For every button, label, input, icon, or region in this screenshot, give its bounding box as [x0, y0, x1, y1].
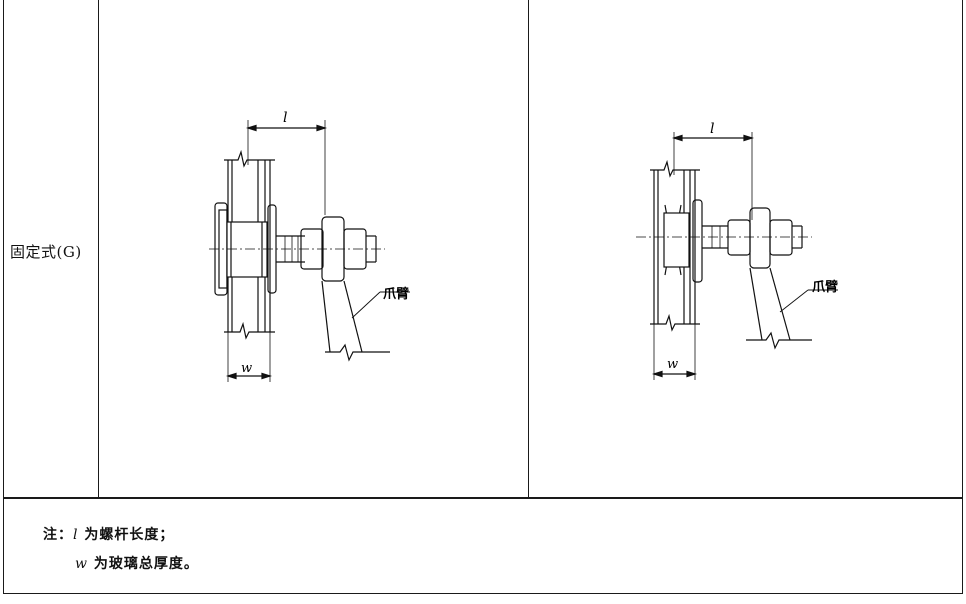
note-prefix: 注：	[43, 527, 73, 543]
arm-label-right: 爪臂	[812, 279, 838, 295]
note-text-w: 为玻璃总厚度。	[93, 556, 199, 572]
table-frame	[3, 0, 963, 594]
column-divider-figures	[528, 0, 529, 498]
column-divider-label	[98, 0, 99, 498]
dim-length-label-left: l	[283, 110, 287, 126]
row-label-fixed-type: 固定式(G)	[10, 243, 82, 261]
note-text-l: 为螺杆长度；	[84, 527, 175, 543]
row-divider-note	[3, 497, 963, 499]
note-line-2: w 为玻璃总厚度。	[75, 553, 199, 573]
note-symbol-l: l	[73, 527, 79, 543]
note-line-1: 注：l 为螺杆长度；	[43, 524, 174, 544]
arm-label-left: 爪臂	[383, 286, 409, 302]
dim-length-label-right: l	[710, 121, 714, 137]
note-symbol-w: w	[75, 556, 88, 572]
dim-width-label-left: w	[241, 361, 252, 376]
dim-width-label-right: w	[667, 357, 678, 372]
